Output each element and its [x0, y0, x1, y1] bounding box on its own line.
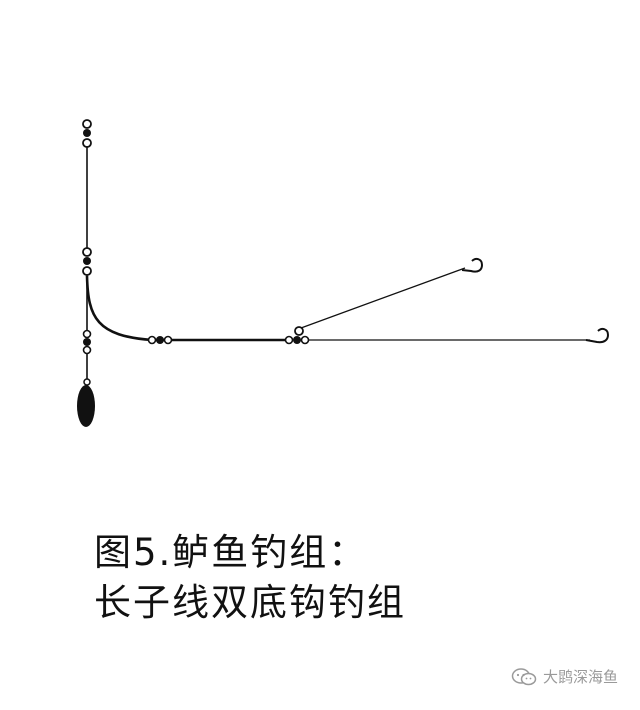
middle-beads [82, 247, 92, 276]
watermark-text: 大鹍深海鱼 [542, 668, 618, 686]
top-beads [82, 119, 92, 148]
fishing-rig-diagram [77, 119, 610, 427]
swivel-beads [147, 335, 173, 345]
lower-hook-icon [585, 327, 610, 344]
wechat-logo-icon [511, 667, 537, 685]
sinker-weight [77, 385, 95, 427]
caption-line-1: 图5.鲈鱼钓组： [94, 531, 368, 574]
lower-beads [82, 329, 92, 355]
caption-line-2: 长子线双底钩钓组 [94, 581, 406, 624]
upper-hook-icon [461, 257, 484, 273]
watermark: 大鹍深海鱼 [511, 666, 618, 687]
long-leader-line [85, 275, 290, 342]
sinker-ring [83, 378, 91, 386]
branch-beads [284, 326, 310, 345]
upper-hook-leader [300, 267, 466, 329]
